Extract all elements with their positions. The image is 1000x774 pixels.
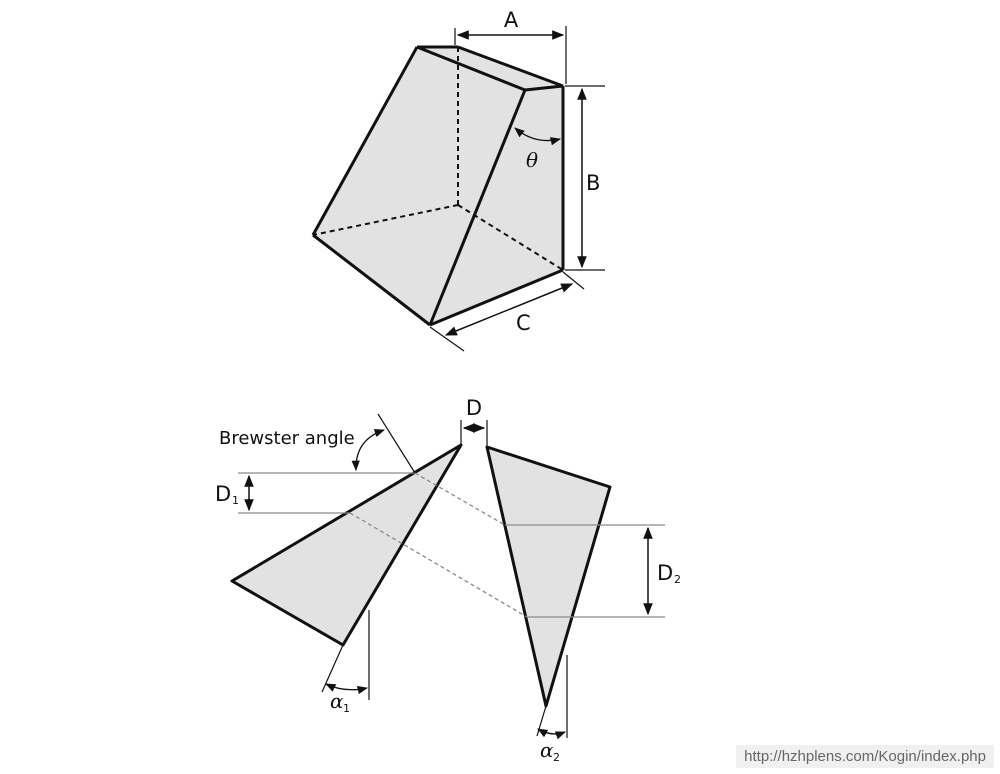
label-d1: D bbox=[215, 482, 231, 506]
dimension-c: C bbox=[429, 271, 585, 352]
wedge-prism-3d: A B C θ bbox=[311, 8, 605, 352]
prism-front-face bbox=[430, 86, 563, 325]
dimension-d2: D 2 bbox=[643, 526, 681, 616]
prism-side-face bbox=[313, 47, 525, 325]
label-b: B bbox=[586, 171, 600, 195]
dimension-d1: D 1 bbox=[215, 474, 254, 512]
angle-alpha2: α 2 bbox=[536, 655, 568, 764]
label-d2: D bbox=[657, 561, 673, 585]
label-c: C bbox=[516, 311, 531, 335]
label-d1-subscript: 1 bbox=[232, 494, 239, 507]
label-alpha1: α bbox=[330, 689, 344, 713]
label-alpha2-subscript: 2 bbox=[553, 751, 560, 764]
dimension-a: A bbox=[454, 8, 567, 84]
label-alpha1-subscript: 1 bbox=[343, 702, 350, 715]
dimension-b: B bbox=[565, 85, 605, 271]
left-prism bbox=[230, 443, 463, 647]
anamorphic-prism-pair: D D 1 D 2 Brewster angle α 1 bbox=[215, 396, 681, 764]
label-d: D bbox=[466, 396, 482, 420]
label-a: A bbox=[504, 8, 519, 32]
label-alpha2: α bbox=[540, 738, 554, 762]
angle-alpha1: α 1 bbox=[321, 610, 370, 715]
watermark-url: http://hzhplens.com/Kogin/index.php bbox=[736, 745, 994, 768]
label-brewster-angle: Brewster angle bbox=[219, 428, 355, 449]
label-d2-subscript: 2 bbox=[674, 573, 681, 586]
angle-theta: θ bbox=[514, 127, 562, 172]
brewster-angle: Brewster angle bbox=[219, 413, 416, 474]
label-theta: θ bbox=[526, 148, 538, 172]
right-prism bbox=[485, 445, 612, 708]
dimension-d: D bbox=[460, 396, 488, 447]
beam-lines bbox=[238, 472, 665, 618]
prism-top-face bbox=[417, 47, 563, 90]
